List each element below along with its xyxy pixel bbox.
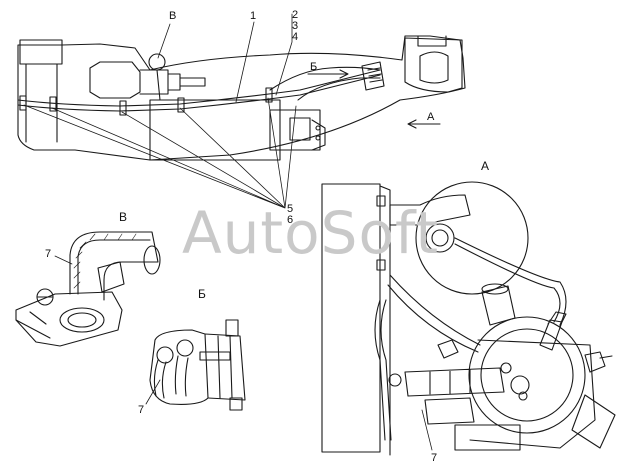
callout-7-v: 7	[45, 248, 52, 260]
inlet-rim	[482, 284, 508, 294]
arrow-a	[408, 120, 440, 128]
leader-2-4	[276, 14, 292, 95]
pump-lower	[425, 398, 474, 424]
callout-3: 3	[292, 20, 299, 32]
heater-port	[511, 376, 529, 394]
bolt	[377, 260, 385, 270]
callout-7-a: 7	[431, 452, 438, 464]
bottom-stud	[230, 398, 242, 410]
clamp	[178, 98, 184, 112]
hose-hatch	[74, 234, 136, 288]
heater-port	[501, 363, 511, 373]
tank-bracket	[390, 195, 470, 225]
hose-loop	[455, 238, 566, 325]
heater-body	[469, 317, 585, 433]
muffler	[572, 395, 615, 448]
top-stud	[226, 320, 238, 336]
callout-4: 4	[292, 31, 299, 43]
leader-b	[158, 24, 170, 58]
view-a-title: А	[481, 159, 490, 173]
fitting-body	[98, 262, 124, 292]
callout-5: 5	[287, 203, 294, 215]
frame-rail-edge	[380, 186, 390, 455]
lever	[200, 352, 230, 360]
bolt	[377, 196, 385, 206]
clamp	[20, 96, 26, 110]
pipe-c	[270, 67, 380, 90]
callout-2: 2	[292, 9, 299, 21]
pump-flange	[140, 70, 205, 94]
hose-b1	[154, 360, 166, 398]
base-port	[60, 308, 104, 332]
heater-port	[519, 392, 527, 400]
bolt	[316, 126, 320, 130]
right-nozzle-inner	[420, 52, 448, 83]
heater-detail	[290, 118, 325, 150]
hose-clamp	[438, 340, 458, 358]
glow-plug	[540, 312, 566, 350]
port-right	[177, 340, 193, 356]
callout-1: 1	[250, 10, 257, 22]
view-b-title: Б	[198, 287, 206, 301]
hose-elbow-inner	[78, 240, 150, 294]
frame-rail	[322, 184, 380, 452]
flange-side	[205, 334, 245, 400]
leader-7-a	[422, 410, 432, 450]
clamp	[120, 101, 126, 115]
connector-right	[362, 62, 384, 90]
base-plate	[16, 292, 122, 346]
view-b-detail	[146, 320, 245, 410]
plate-edge	[16, 312, 50, 338]
tank-port-inner	[432, 230, 448, 246]
right-fitting	[585, 352, 612, 372]
pump-assembly	[405, 368, 504, 396]
view-v-detail	[16, 232, 160, 346]
flange-body	[150, 330, 208, 404]
port-left	[157, 347, 173, 363]
view-v-title: В	[119, 210, 128, 224]
pump-body	[90, 62, 140, 98]
watermark: AutoSoft	[182, 199, 440, 267]
view-b-fitting	[149, 54, 165, 70]
base-port-inner	[68, 313, 96, 327]
bracket-bottom	[455, 425, 520, 450]
tank-circle	[416, 182, 528, 294]
hose-outer	[388, 275, 480, 352]
leader-5-6	[24, 98, 296, 208]
callout-view-b-top: В	[169, 10, 177, 22]
fitting-stem	[157, 70, 160, 100]
hose-b2	[175, 356, 188, 396]
main-pipe-b	[18, 75, 380, 111]
fitting-circle	[389, 374, 401, 386]
hose-end	[144, 246, 160, 274]
pipe-d	[298, 78, 380, 100]
bolt-head	[37, 289, 53, 305]
callout-6: 6	[287, 214, 294, 226]
callout-b-arrow: Б	[310, 61, 318, 73]
flange-ribs	[218, 336, 232, 398]
heater-body-inner	[481, 329, 573, 421]
main-pipe-a	[18, 70, 380, 106]
callout-7-b: 7	[138, 404, 145, 416]
heater-side	[470, 340, 595, 448]
bolt	[316, 136, 320, 140]
left-bracket	[20, 40, 62, 64]
right-nozzle	[405, 36, 462, 92]
callout-a-arrow: А	[427, 111, 435, 123]
heater-block	[270, 110, 320, 150]
clamp	[50, 97, 56, 111]
frame-outline	[18, 36, 465, 160]
view-a-assembly	[322, 182, 615, 455]
tank-port	[426, 224, 454, 252]
hose-down	[375, 300, 391, 440]
leader-7-v	[55, 256, 72, 264]
leader-1	[236, 22, 254, 102]
leader-7-b	[146, 380, 160, 404]
inlet-nozzle	[482, 286, 515, 325]
main-assembly	[18, 14, 465, 208]
arrow-b	[308, 70, 348, 78]
